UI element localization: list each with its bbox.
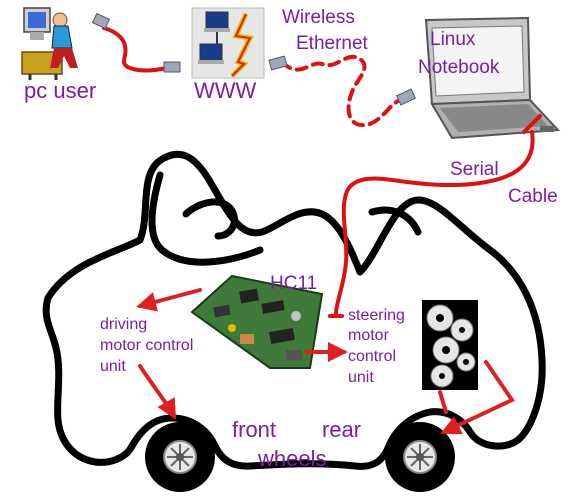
steering-label-1: steering (348, 307, 405, 324)
hc11-label: HC11 (270, 273, 318, 294)
wireless-label: Wireless (282, 7, 355, 28)
car-outline (42, 150, 546, 470)
arrows (136, 288, 515, 435)
notebook-label: Notebook (418, 57, 500, 78)
serial-cable (334, 130, 535, 316)
front-label: front (232, 417, 277, 442)
wheel-icon (145, 422, 215, 492)
cable-pc-www (102, 26, 168, 73)
linux-label: Linux (430, 29, 476, 50)
pc-user-icon (21, 7, 78, 80)
arrow-gears-down (438, 390, 448, 414)
arrow-steering-to-rear (440, 360, 515, 435)
steering-label-4: unit (348, 369, 374, 386)
arrow-driving-to-front (138, 364, 176, 420)
steering-label-2: motor (348, 327, 389, 344)
driving-label-3: unit (100, 358, 126, 375)
www-label: WWW (194, 78, 257, 103)
arrow-hc11-to-driving (136, 288, 202, 312)
wireless-link (280, 54, 402, 128)
cables (102, 26, 542, 318)
gears-icon (422, 300, 478, 390)
wheel-icon (385, 422, 455, 492)
serial-label: Serial (450, 159, 499, 180)
driving-label-1: driving (100, 316, 148, 333)
pc-user-label: pc user (24, 78, 97, 103)
driving-label-2: motor control (100, 337, 194, 354)
circuit-board-icon (190, 274, 324, 369)
cable-label: Cable (508, 186, 558, 207)
rear-label: rear (322, 417, 362, 442)
steering-label-3: control (348, 348, 397, 365)
wheels-label: wheels (258, 446, 327, 471)
ethernet-label: Ethernet (296, 33, 368, 54)
connectors (91, 12, 417, 106)
network-icon (191, 7, 265, 79)
